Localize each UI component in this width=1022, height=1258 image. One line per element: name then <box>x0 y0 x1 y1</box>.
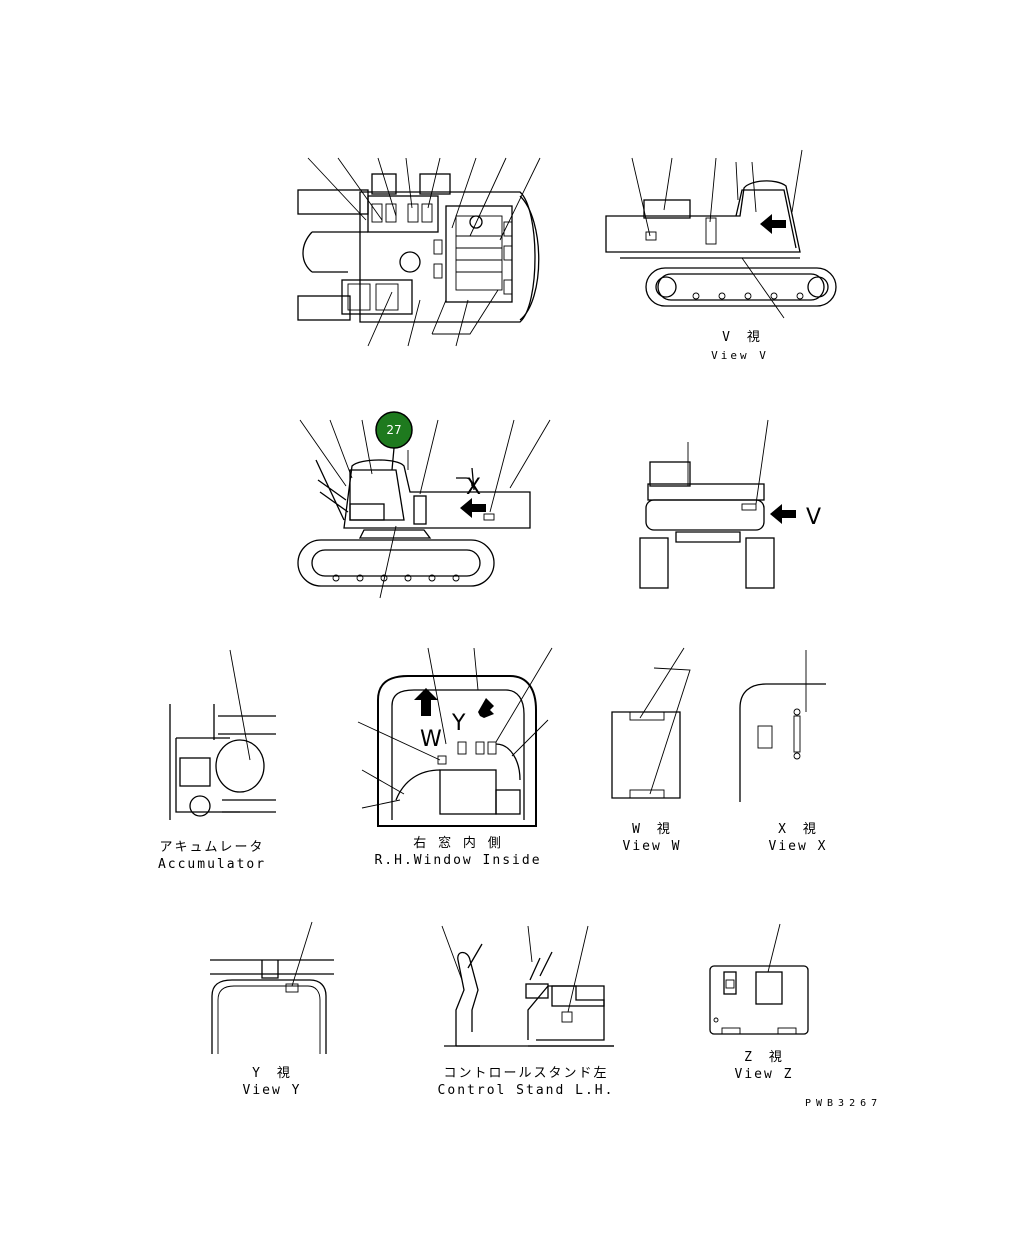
rh-window-caption-jp: 右 窓 内 側 <box>413 836 503 851</box>
rear-view-drawing <box>639 419 796 589</box>
view-x-caption-en: View X <box>768 839 828 854</box>
view-x-letter: X <box>466 475 481 500</box>
side-view-drawing <box>605 149 837 319</box>
callout-number[interactable]: 27 <box>386 423 401 437</box>
view-v-letter: V <box>806 505 821 530</box>
accumulator-caption-en: Accumulator <box>157 857 267 872</box>
rh-window-inside-drawing <box>357 647 553 827</box>
view-x-drawing <box>739 650 826 802</box>
top-view-drawing <box>297 157 541 347</box>
view-w-drawing <box>611 647 691 799</box>
view-w-letter: W <box>420 727 442 752</box>
control-stand-caption-jp: コントロールスタンド左 <box>443 1066 609 1081</box>
view-y-drawing <box>210 921 334 1054</box>
accumulator-drawing <box>169 649 276 820</box>
view-y-letter: Y <box>451 711 466 736</box>
control-stand-drawing <box>441 925 614 1047</box>
view-v-caption-jp: V 視 <box>722 330 762 345</box>
accumulator-caption-jp: アキュムレータ <box>159 840 265 855</box>
control-stand-caption-en: Control Stand L.H. <box>437 1083 615 1098</box>
drawing-number: PWB3267 <box>805 1098 883 1109</box>
view-v-caption-en: View V <box>711 349 769 362</box>
view-z-caption-jp: Z 視 <box>744 1050 784 1065</box>
callout-marker[interactable] <box>375 411 413 449</box>
view-w-caption-en: View W <box>622 839 682 854</box>
rh-window-caption-en: R.H.Window Inside <box>374 853 542 868</box>
view-y-caption-jp: Y 視 <box>252 1066 292 1081</box>
view-w-caption-jp: W 視 <box>632 822 672 837</box>
view-y-caption-en: View Y <box>242 1083 302 1098</box>
left-side-view-drawing <box>297 419 551 599</box>
callout-leader-line <box>391 447 395 471</box>
view-z-drawing <box>709 923 809 1035</box>
view-x-caption-jp: X 視 <box>778 822 818 837</box>
view-z-caption-en: View Z <box>734 1067 794 1082</box>
